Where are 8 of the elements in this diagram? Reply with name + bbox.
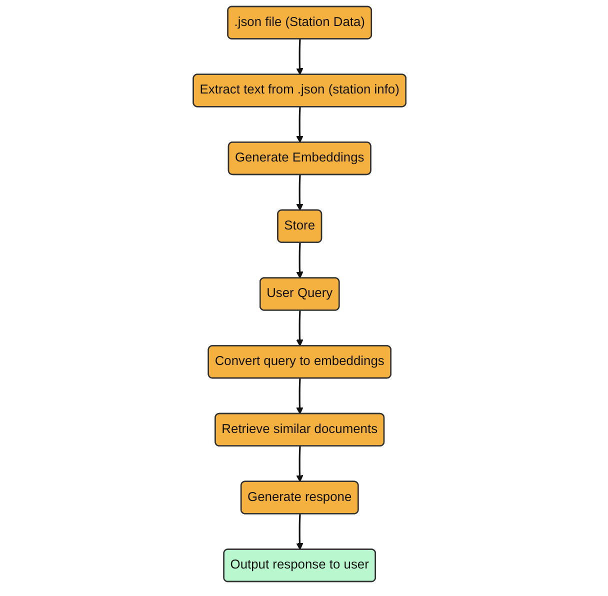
arrow bbox=[296, 378, 304, 414]
arrow bbox=[296, 242, 304, 279]
arrow bbox=[296, 106, 304, 143]
arrow bbox=[296, 310, 304, 346]
arrow bbox=[296, 39, 304, 76]
arrow bbox=[296, 514, 304, 550]
arrow bbox=[296, 174, 304, 211]
arrow bbox=[296, 446, 304, 482]
